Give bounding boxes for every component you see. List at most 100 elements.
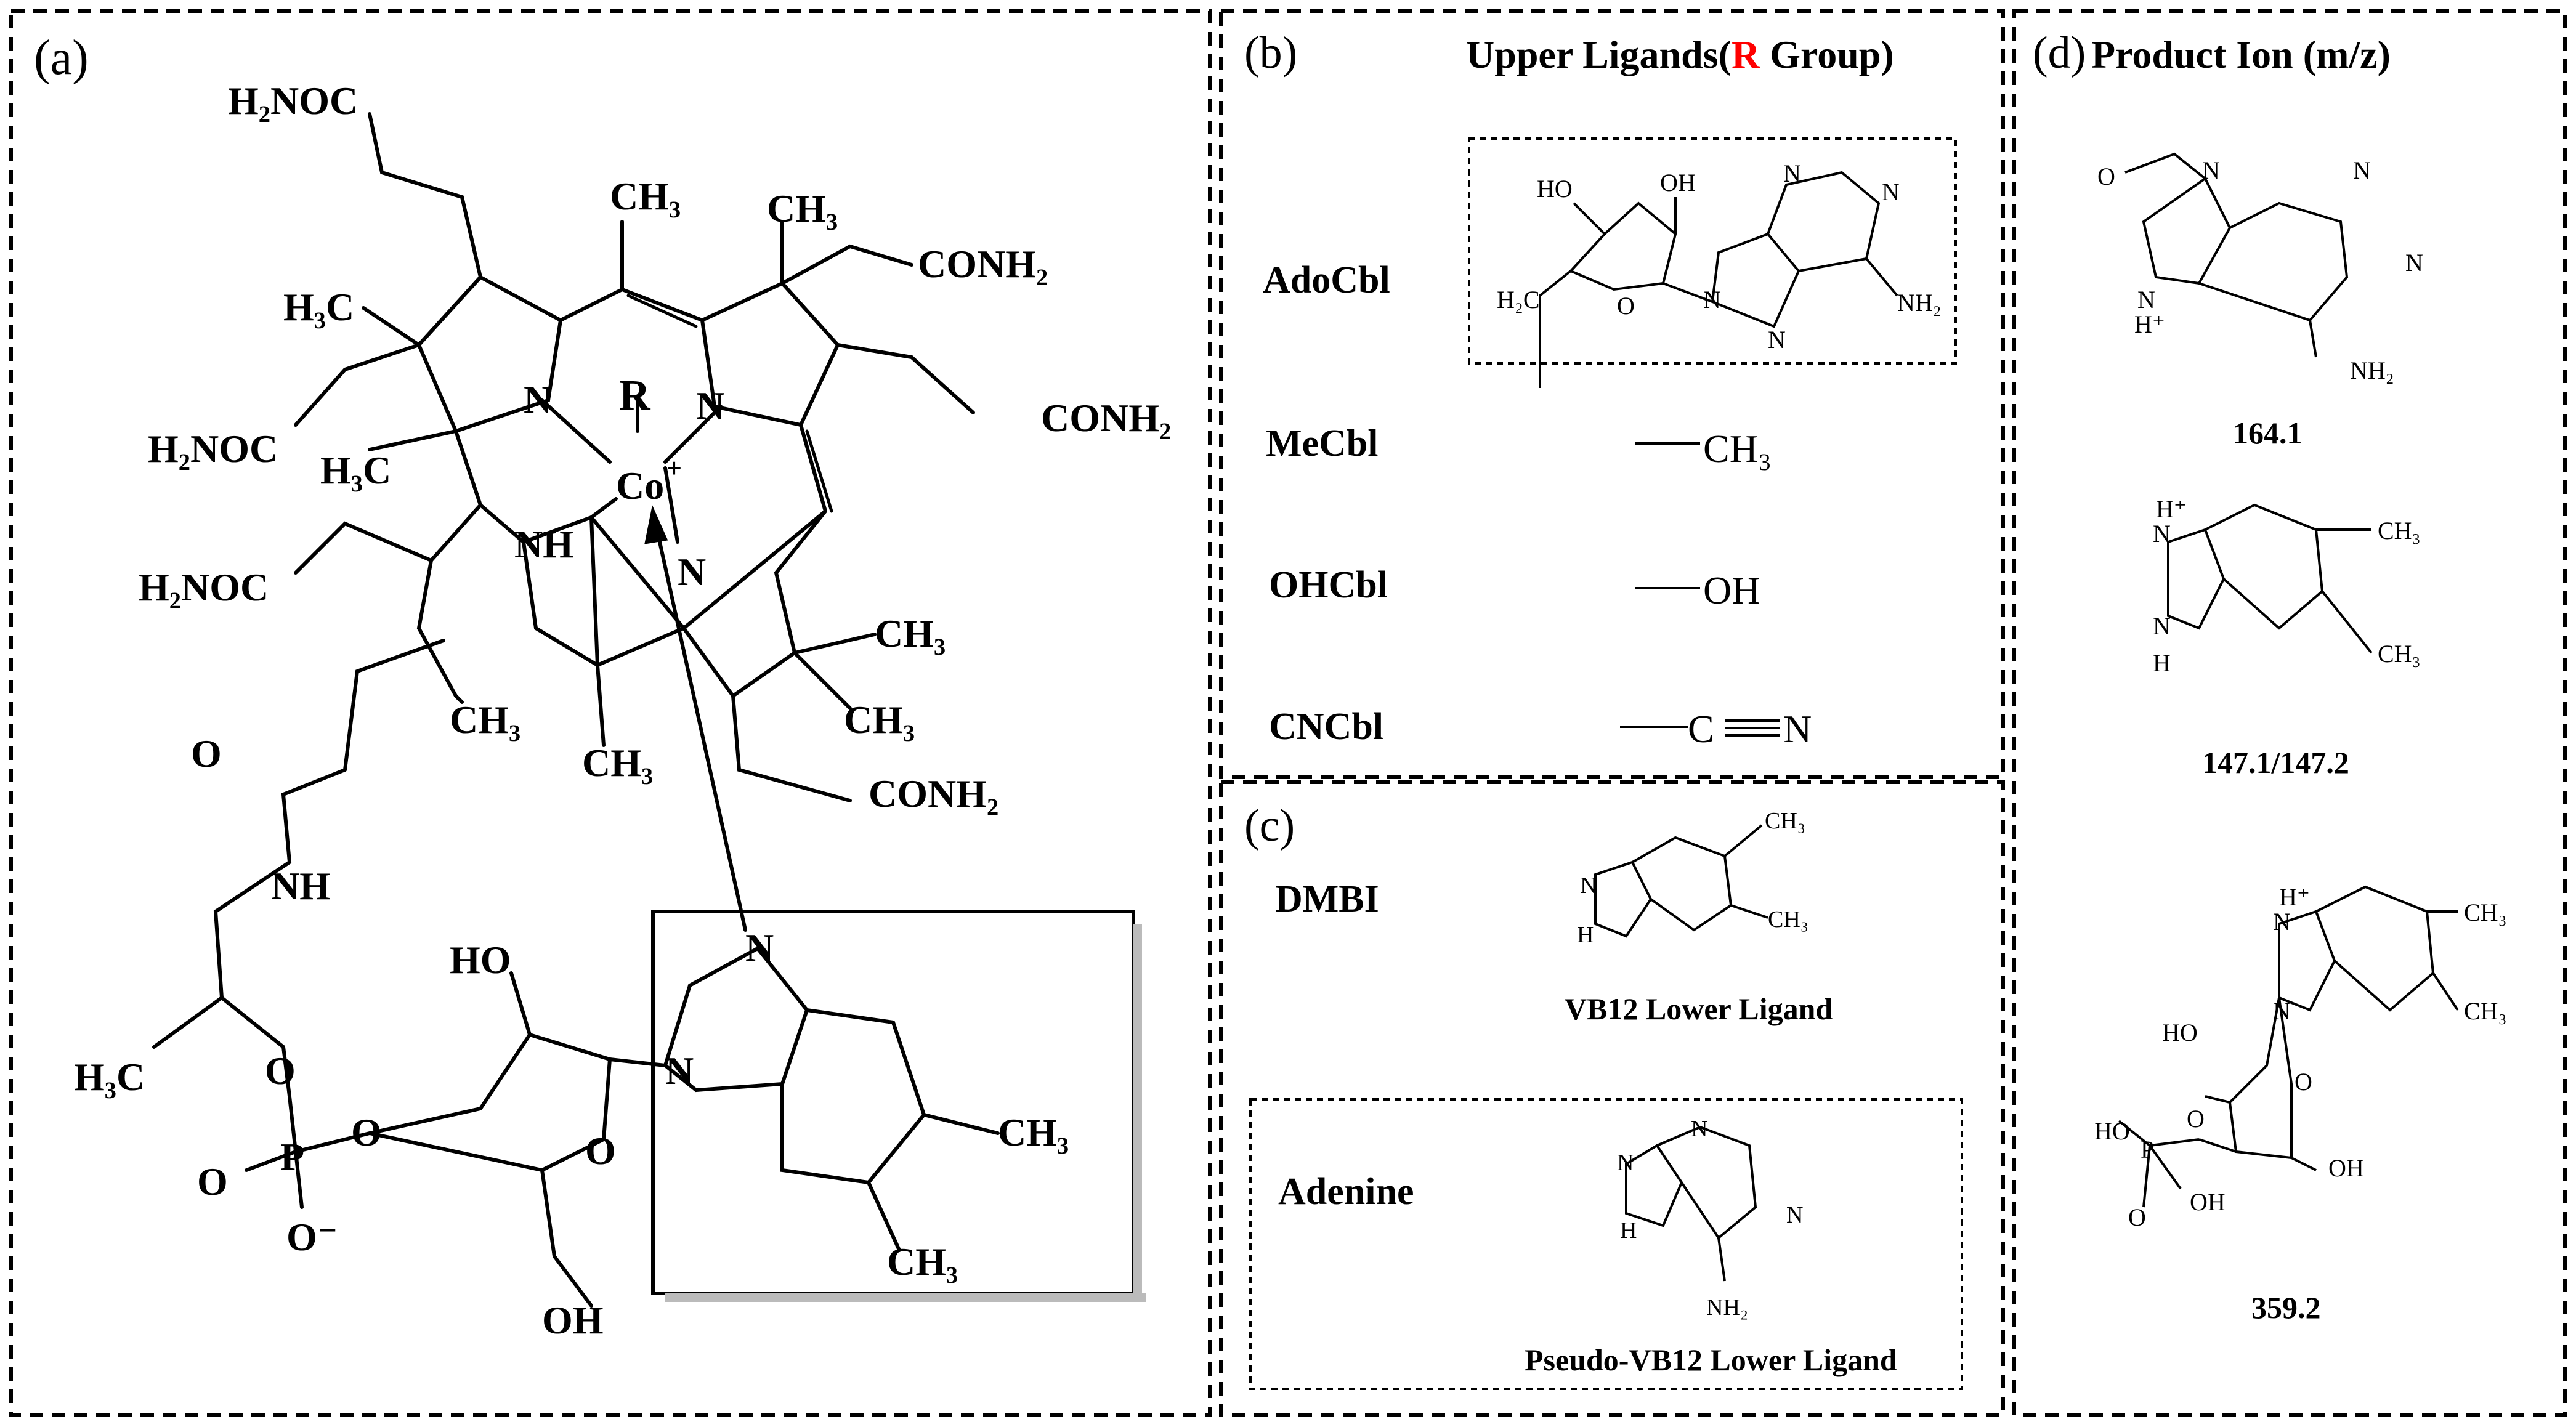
atom-n-a: N xyxy=(524,378,552,421)
ion359-n1: N xyxy=(2273,908,2291,936)
ion164-o: O xyxy=(2097,163,2115,190)
atom-p: P xyxy=(280,1135,304,1179)
cncbl-c: C xyxy=(1688,707,1714,751)
atom-o-ester: O xyxy=(265,1049,296,1093)
ado-oh: OH xyxy=(1660,169,1696,196)
ion359-oh2: OH xyxy=(2328,1154,2364,1182)
adenine-n2: N xyxy=(1691,1116,1707,1142)
cobalamin-structure-icon xyxy=(152,112,1000,1308)
ion359-ho2: HO xyxy=(2094,1117,2130,1145)
ion164-nh2: NH₂ xyxy=(2350,357,2394,384)
ion-164-label: 164.1 xyxy=(2233,416,2303,450)
ion164-n3: N xyxy=(2405,249,2423,277)
atom-n-c: N xyxy=(678,550,706,594)
row-mecbl-name: MeCbl xyxy=(1266,422,1379,464)
adenine-box xyxy=(1249,1098,1963,1390)
atom-o-bridge: O xyxy=(351,1110,382,1154)
adenine-name: Adenine xyxy=(1278,1171,1414,1213)
panel-a: (a) xyxy=(34,31,1171,1342)
adenosyl-box xyxy=(1468,137,1957,365)
ion147-ch3-1: CH₃ xyxy=(2378,517,2421,544)
ado-ho: HO xyxy=(1537,175,1573,203)
ado-n3: N xyxy=(1783,160,1801,187)
atom-h2noc-3: H₂NOC xyxy=(139,565,269,609)
adenine-nh: H xyxy=(1620,1218,1637,1243)
triple-bond xyxy=(1725,719,1780,737)
ado-n2: N xyxy=(1768,326,1786,354)
ion359-h: H⁺ xyxy=(2279,883,2310,911)
atom-conh2-3: CONH₂ xyxy=(869,772,998,815)
atom-nh-amide: NH xyxy=(271,864,330,908)
panel-frames xyxy=(9,9,2567,1417)
dmbi-name: DMBI xyxy=(1275,878,1379,920)
ion164-nh: N xyxy=(2137,286,2155,313)
atom-h2noc-1: H₂NOC xyxy=(228,79,358,123)
atom-ch3-dmbi-1: CH₃ xyxy=(998,1110,1069,1154)
ion-147-icon xyxy=(2167,503,2373,654)
ion164-n1: N xyxy=(2202,156,2220,184)
adenine-ring-icon xyxy=(1625,1125,1757,1282)
dmbi-ch3-1: CH₃ xyxy=(1765,808,1805,834)
atom-ch3-d1: CH₃ xyxy=(450,698,520,742)
center-r-label: R xyxy=(619,372,651,419)
atom-ch3-right: CH₃ xyxy=(767,187,838,230)
atom-oh-ribose: OH xyxy=(542,1298,604,1342)
ohcbl-group: OH xyxy=(1703,568,1760,612)
ion147-h2: H xyxy=(2153,649,2171,677)
ion147-h: H⁺ xyxy=(2156,495,2187,523)
row-cncbl-name: CNCbl xyxy=(1269,706,1383,748)
adenosyl-group-icon xyxy=(1539,171,1898,388)
panel-a-label: (a) xyxy=(34,31,89,85)
panel-d: (d) Product Ion (m/z) O N N N N H⁺ NH₂ 1… xyxy=(2033,28,2507,1325)
ion164-n2: N xyxy=(2353,156,2371,184)
atom-n-dmbi-2: N xyxy=(745,926,774,969)
atom-h2noc-2: H₂NOC xyxy=(148,427,278,471)
dmbi-n1: N xyxy=(1580,873,1597,899)
atom-o-minus: O⁻ xyxy=(286,1215,338,1259)
atom-ch3-c2: CH₃ xyxy=(844,698,915,742)
adenine-nh2: NH₂ xyxy=(1706,1295,1748,1320)
atom-ch3-dmbi-2: CH₃ xyxy=(887,1240,958,1283)
ion-164-icon xyxy=(2124,152,2349,358)
ado-o: O xyxy=(1617,292,1635,320)
panel-b: (b) Upper Ligands(R Group) AdoCbl MeCbl … xyxy=(1244,28,1957,751)
adenine-n3: N xyxy=(1786,1202,1803,1228)
ion-359-icon xyxy=(2118,885,2459,1208)
atom-n-dmbi-1: N xyxy=(665,1049,694,1093)
ion-147-label: 147.1/147.2 xyxy=(2202,745,2349,780)
dmbi-ch3-2: CH₃ xyxy=(1768,907,1808,932)
dmbi-h: H xyxy=(1577,922,1594,948)
ion359-n2: N xyxy=(2273,997,2291,1025)
ion359-ho: HO xyxy=(2162,1019,2198,1046)
dmbi-caption: VB12 Lower Ligand xyxy=(1565,992,1833,1026)
atom-o-ribose: O xyxy=(585,1129,616,1173)
ado-n4: N xyxy=(1882,178,1900,206)
atom-conh2-2: CONH₂ xyxy=(1041,396,1171,440)
atom-ho-ribose: HO xyxy=(450,938,511,982)
atom-conh2-1: CONH₂ xyxy=(918,242,1048,286)
ion359-p: P xyxy=(2141,1136,2154,1163)
ion147-nh: N xyxy=(2153,520,2171,548)
atom-h3c-1: H₃C xyxy=(283,285,354,329)
dmbi-box-shadow-side xyxy=(1133,924,1142,1302)
ion359-ch3-2: CH₃ xyxy=(2464,997,2507,1025)
panel-b-title: Upper Ligands(R Group) xyxy=(1466,33,1894,76)
atom-n-b: N xyxy=(696,384,724,427)
atom-ch3-top: CH₃ xyxy=(610,174,681,218)
ion164-h: H⁺ xyxy=(2134,310,2165,338)
atom-h3c-2: H₃C xyxy=(320,448,391,492)
ion147-ch3-2: CH₃ xyxy=(2378,640,2421,668)
atom-ch3-c1: CH₃ xyxy=(875,612,946,655)
ion147-n: N xyxy=(2153,612,2171,640)
row-adocbl-name: AdoCbl xyxy=(1263,259,1390,301)
panel-d-label: (d) xyxy=(2033,28,2086,78)
ion359-o2: O xyxy=(2187,1105,2205,1133)
atom-h3c-3: H₃C xyxy=(74,1055,145,1099)
dmbi-box-shadow xyxy=(665,1293,1146,1302)
ion359-o3: O xyxy=(2128,1203,2146,1231)
row-ohcbl-name: OHCbl xyxy=(1269,564,1388,606)
ado-n1: N xyxy=(1703,286,1721,313)
mecbl-group: CH₃ xyxy=(1703,427,1772,471)
ado-h2c: H₂C xyxy=(1497,286,1540,313)
